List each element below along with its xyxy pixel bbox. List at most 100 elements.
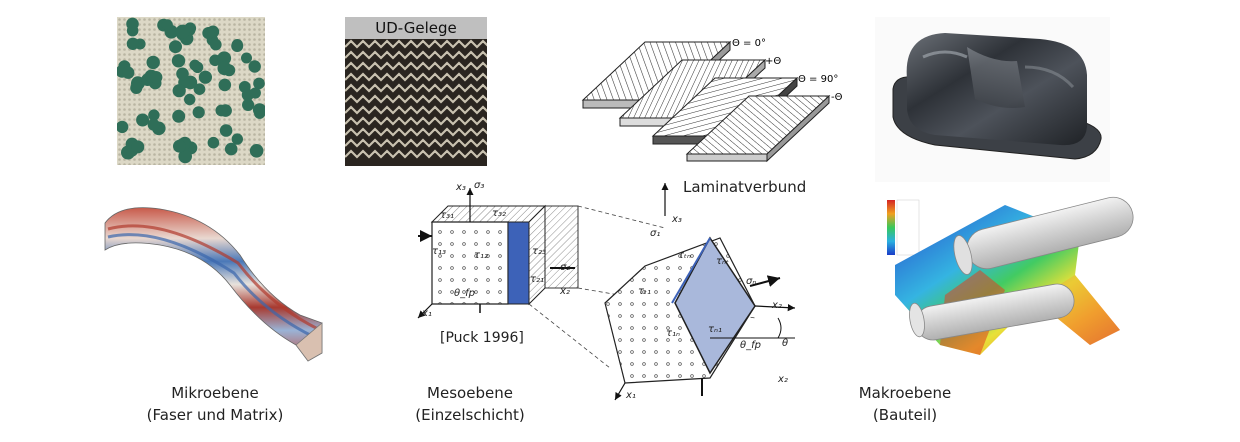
ud-fabric-title: UD-Gelege — [345, 17, 487, 39]
sym-x3-right: x₃ — [672, 214, 682, 225]
macro-label-line2: (Bauteil) — [872, 406, 938, 424]
fiber-cross-section — [253, 77, 265, 90]
fiber-cross-section — [215, 104, 228, 117]
fiber-cross-section — [172, 84, 186, 98]
fiber-cross-section — [184, 93, 196, 106]
angle-label-minus: -Θ — [831, 92, 843, 103]
fiber-cross-section — [219, 124, 233, 137]
fiber-cross-section — [217, 61, 232, 76]
fiber-cross-section — [189, 59, 201, 71]
fabric-stitch-row — [345, 61, 487, 71]
microstructure-image — [117, 17, 265, 165]
angle-label-0: Θ = 0° — [732, 38, 766, 49]
sym-sigma1: σ₁ — [650, 228, 661, 239]
sym-x1-left: x₁ — [422, 308, 432, 319]
micro-label-line2: (Faser und Matrix) — [146, 406, 284, 424]
ud-fabric-image: UD-Gelege — [345, 17, 487, 166]
fabric-stitch-row — [345, 127, 487, 137]
micro-label: Mikroebene (Faser und Matrix) — [120, 384, 310, 424]
fiber-cross-section — [254, 107, 265, 119]
fiber-cross-section — [198, 70, 212, 84]
macro-label-line1: Makroebene — [858, 384, 952, 402]
fiber-cross-section — [149, 71, 163, 84]
fiber-cross-section — [175, 24, 190, 39]
sym-x2-bottom: x₂ — [778, 374, 788, 385]
fiber-cross-section — [231, 40, 244, 52]
micro-model-image — [100, 195, 335, 365]
fabric-stitch-row — [345, 94, 487, 104]
fiber-cross-section — [148, 109, 160, 121]
sym-x3-left: x₃ — [456, 182, 466, 193]
fiber-cross-section — [193, 83, 206, 95]
fiber-cross-section — [224, 142, 238, 156]
fiber-cross-section — [192, 106, 205, 119]
sym-x1-right: x₁ — [626, 390, 636, 401]
sym-x2-right: x₂ — [772, 300, 782, 311]
fabric-stitch-row — [345, 105, 487, 115]
sym-sigma2: σ₂ — [560, 262, 571, 273]
fabric-stitch-row — [345, 83, 487, 93]
sym-tau32: τ₃₂ — [492, 208, 507, 219]
meso-label-line1: Mesoebene — [427, 384, 513, 402]
meso-stress-diagram: x₃ σ₃ τ₃₁ τ₃₂ τ₁₃ τ₁₂ τ₂₃ τ₂₁ σ₂ x₂ x₁ θ… — [410, 178, 810, 408]
fiber-cross-section — [136, 113, 150, 127]
fiber-cross-section — [126, 24, 139, 37]
sym-tau-t1: τₜ₁ — [638, 286, 651, 297]
fabric-stitch-row — [345, 50, 487, 60]
meso-label: Mesoebene (Einzelschicht) — [385, 384, 555, 424]
sym-tau23: τ₂₃ — [532, 246, 547, 257]
fiber-cross-section — [248, 60, 261, 73]
fiber-cross-section — [147, 118, 160, 131]
sym-theta: θ — [782, 338, 789, 349]
fiber-cross-section — [202, 27, 215, 40]
sym-tau12: τ₁₂ — [474, 250, 489, 261]
sym-theta-fp-right: θ_fp — [740, 340, 761, 351]
fiber-cross-section — [126, 37, 140, 50]
laminate-caption: Laminatverbund — [683, 178, 807, 196]
fiber-cross-section — [249, 144, 264, 158]
fiber-cross-section — [218, 78, 232, 92]
fiber-cross-section — [207, 136, 220, 149]
fiber-cross-section — [117, 120, 129, 134]
sym-tau-tn: τₜₙ — [678, 250, 691, 261]
fabric-stitch-row — [345, 72, 487, 82]
fiber-cross-section — [130, 81, 143, 94]
sym-sigma-n: σₙ — [746, 276, 757, 287]
sym-tau31: τ₃₁ — [440, 210, 455, 221]
fabric-stitch-row — [345, 39, 487, 49]
angle-label-plus: +Θ — [765, 56, 781, 67]
fiber-cross-section — [241, 52, 252, 64]
fiber-cross-section — [249, 87, 261, 99]
fiber-cross-section — [161, 19, 173, 31]
fiber-cross-section — [210, 38, 222, 51]
fiber-cross-section — [242, 98, 255, 111]
sym-sigma3: σ₃ — [474, 180, 485, 191]
fiber-cross-section — [231, 133, 243, 145]
fabric-stitch-row — [345, 116, 487, 126]
fiber-cross-section — [131, 140, 145, 154]
fiber-cross-section — [173, 139, 186, 153]
meso-label-line2: (Einzelschicht) — [415, 406, 525, 424]
sym-x2-left: x₂ — [560, 286, 570, 297]
component-photo — [875, 17, 1110, 182]
fiber-cross-section — [217, 51, 232, 66]
angle-label-90: Θ = 90° — [798, 74, 838, 85]
fiber-cross-section — [122, 66, 135, 79]
fabric-stitch-row — [345, 138, 487, 148]
citation-puck: [Puck 1996] — [440, 330, 524, 346]
fiber-cross-section — [146, 55, 160, 70]
sym-theta-fp-left: θ_fp — [454, 288, 475, 299]
fabric-stitch-row — [345, 149, 487, 159]
fiber-cross-section — [172, 109, 186, 123]
macro-fe-model-image — [885, 195, 1140, 360]
sym-tau-nt: τₙₜ — [716, 256, 729, 267]
macro-label: Makroebene (Bauteil) — [840, 384, 970, 424]
fiber-cross-section — [176, 67, 189, 81]
sym-tau-n1: τₙ₁ — [708, 324, 723, 335]
fiber-cross-section — [171, 54, 186, 68]
fiber-cross-section — [178, 149, 192, 164]
fiber-cross-section — [169, 40, 182, 54]
sym-tau21: τ₂₁ — [530, 274, 545, 285]
sym-tau13: τ₁₃ — [432, 246, 447, 257]
micro-label-line1: Mikroebene — [171, 384, 259, 402]
